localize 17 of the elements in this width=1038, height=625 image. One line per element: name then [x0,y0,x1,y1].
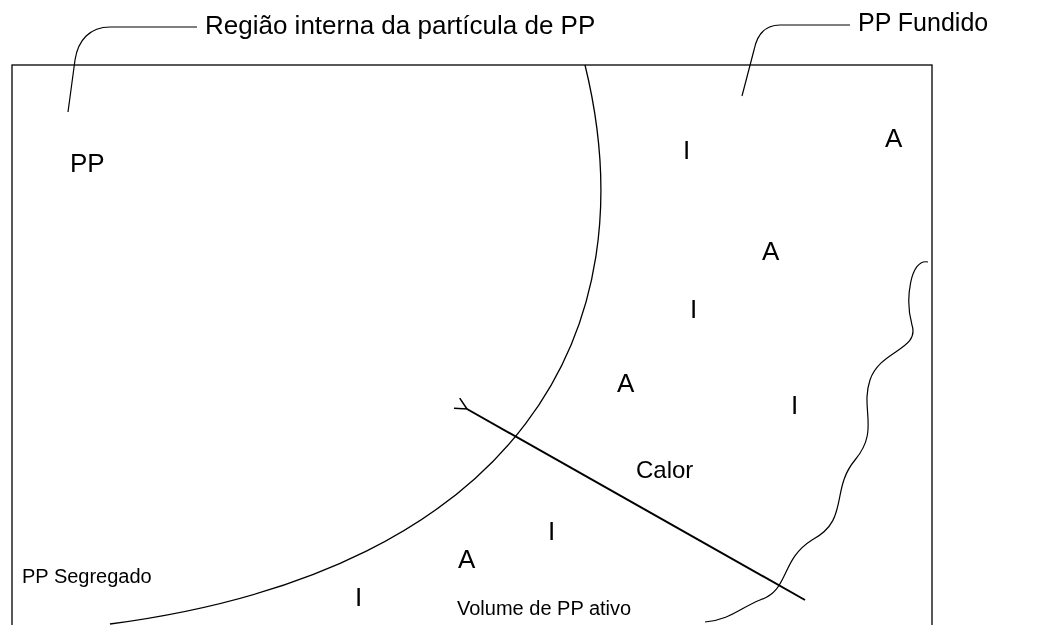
callout-text: Região interna da partícula de PP [205,12,596,38]
phase-letter: A [617,370,635,396]
region-label: PP [70,150,105,176]
phase-letter: I [791,392,799,418]
region-label: PP Segregado [22,566,152,586]
phase-letter: A [458,546,476,572]
phase-letter: I [355,584,363,610]
leader-line [741,24,851,97]
region-label: Calor [636,458,694,482]
phase-letter: I [548,518,556,544]
leader-line [67,26,198,113]
phase-letter: I [690,296,698,322]
region-label: Volume de PP ativo [457,598,632,618]
phase-letter: I [683,137,691,163]
phase-letter: A [885,125,903,151]
phase-letter: A [762,238,780,264]
callout-text: PP Fundido [858,10,989,35]
